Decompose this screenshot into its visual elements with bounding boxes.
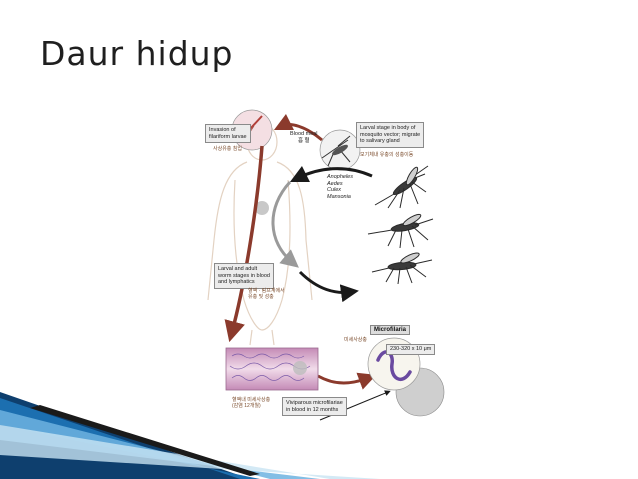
slide-title: Daur hidup (40, 34, 234, 73)
mosquito-3 (371, 252, 433, 285)
decorative-swoosh (0, 392, 380, 479)
invasion-korean-label: 사상유충 침입 (213, 146, 242, 152)
blood-meal-arrow (273, 113, 323, 142)
mosquito-2 (367, 213, 434, 249)
cycle-dark-arrow (298, 270, 359, 303)
viviparous-korean-label: 혈액내 미세사상충(감염 12개월) (232, 397, 271, 409)
microfilaria-title: Microfilaria (370, 325, 411, 335)
human-body-silhouette (207, 123, 313, 346)
microfilaria-size-label: 230-320 x 10 μm (386, 344, 436, 355)
liver-marker (255, 201, 269, 215)
microfilaria-arrow (317, 372, 377, 390)
cycle-gray-arrow (271, 180, 299, 268)
microfilaria-korean-label: 미세사상충 (344, 337, 368, 343)
mosquito-1 (374, 165, 429, 209)
blood-vessel (225, 347, 319, 391)
mosquito-to-dark-arrow (289, 165, 373, 183)
mosquito-bite-circle (319, 129, 361, 171)
larval-mosquito-korean-label: 모기체내 유충의 성충이동 (360, 152, 414, 158)
body-descent-arrow (224, 145, 264, 343)
